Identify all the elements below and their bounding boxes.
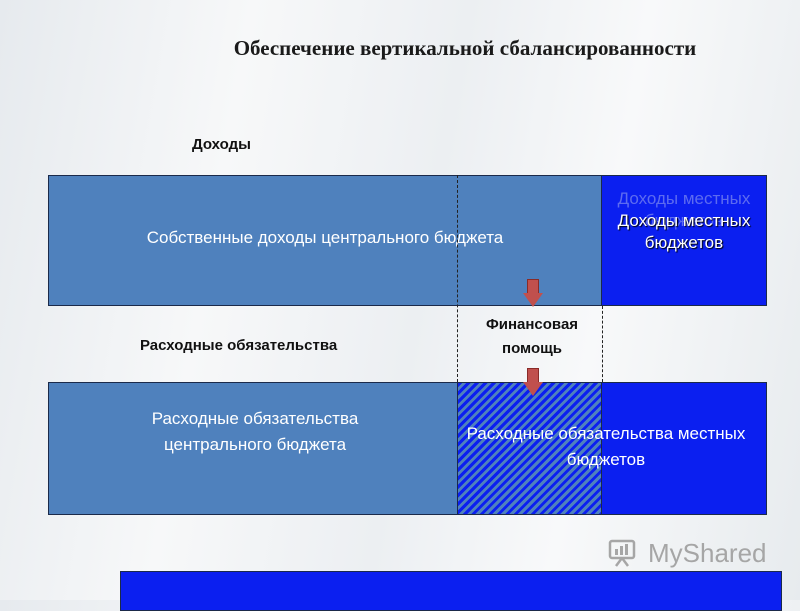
central-expenditure-text: Расходные обязательства центрального бюд… <box>151 409 359 454</box>
watermark-text: MyShared <box>648 538 767 568</box>
local-expenditure-box <box>601 382 767 515</box>
dashed-divider-left <box>457 175 458 382</box>
expenditure-label: Расходные обязательства <box>140 337 338 354</box>
bottom-bar <box>120 571 782 611</box>
dashed-divider-right <box>602 306 603 382</box>
central-expenditure-box <box>48 382 458 515</box>
down-arrow-icon <box>523 279 543 307</box>
local-income-ghost-text: Доходы местных бюджетов <box>617 189 751 230</box>
financial-aid-label: Финансовая помощь <box>485 316 579 357</box>
local-expenditure-text: Расходные обязательства местных бюджетов <box>466 424 746 469</box>
down-arrow-icon <box>523 368 543 396</box>
myshared-logo-icon <box>608 539 636 567</box>
local-income-box <box>601 175 767 306</box>
central-income-box <box>48 175 602 306</box>
central-income-text: Собственные доходы центрального бюджета <box>146 228 504 247</box>
local-income-text: Доходы местных бюджетов <box>617 211 751 252</box>
page-title: Обеспечение вертикальной сбалансированно… <box>233 36 697 60</box>
income-label: Доходы <box>192 136 251 153</box>
